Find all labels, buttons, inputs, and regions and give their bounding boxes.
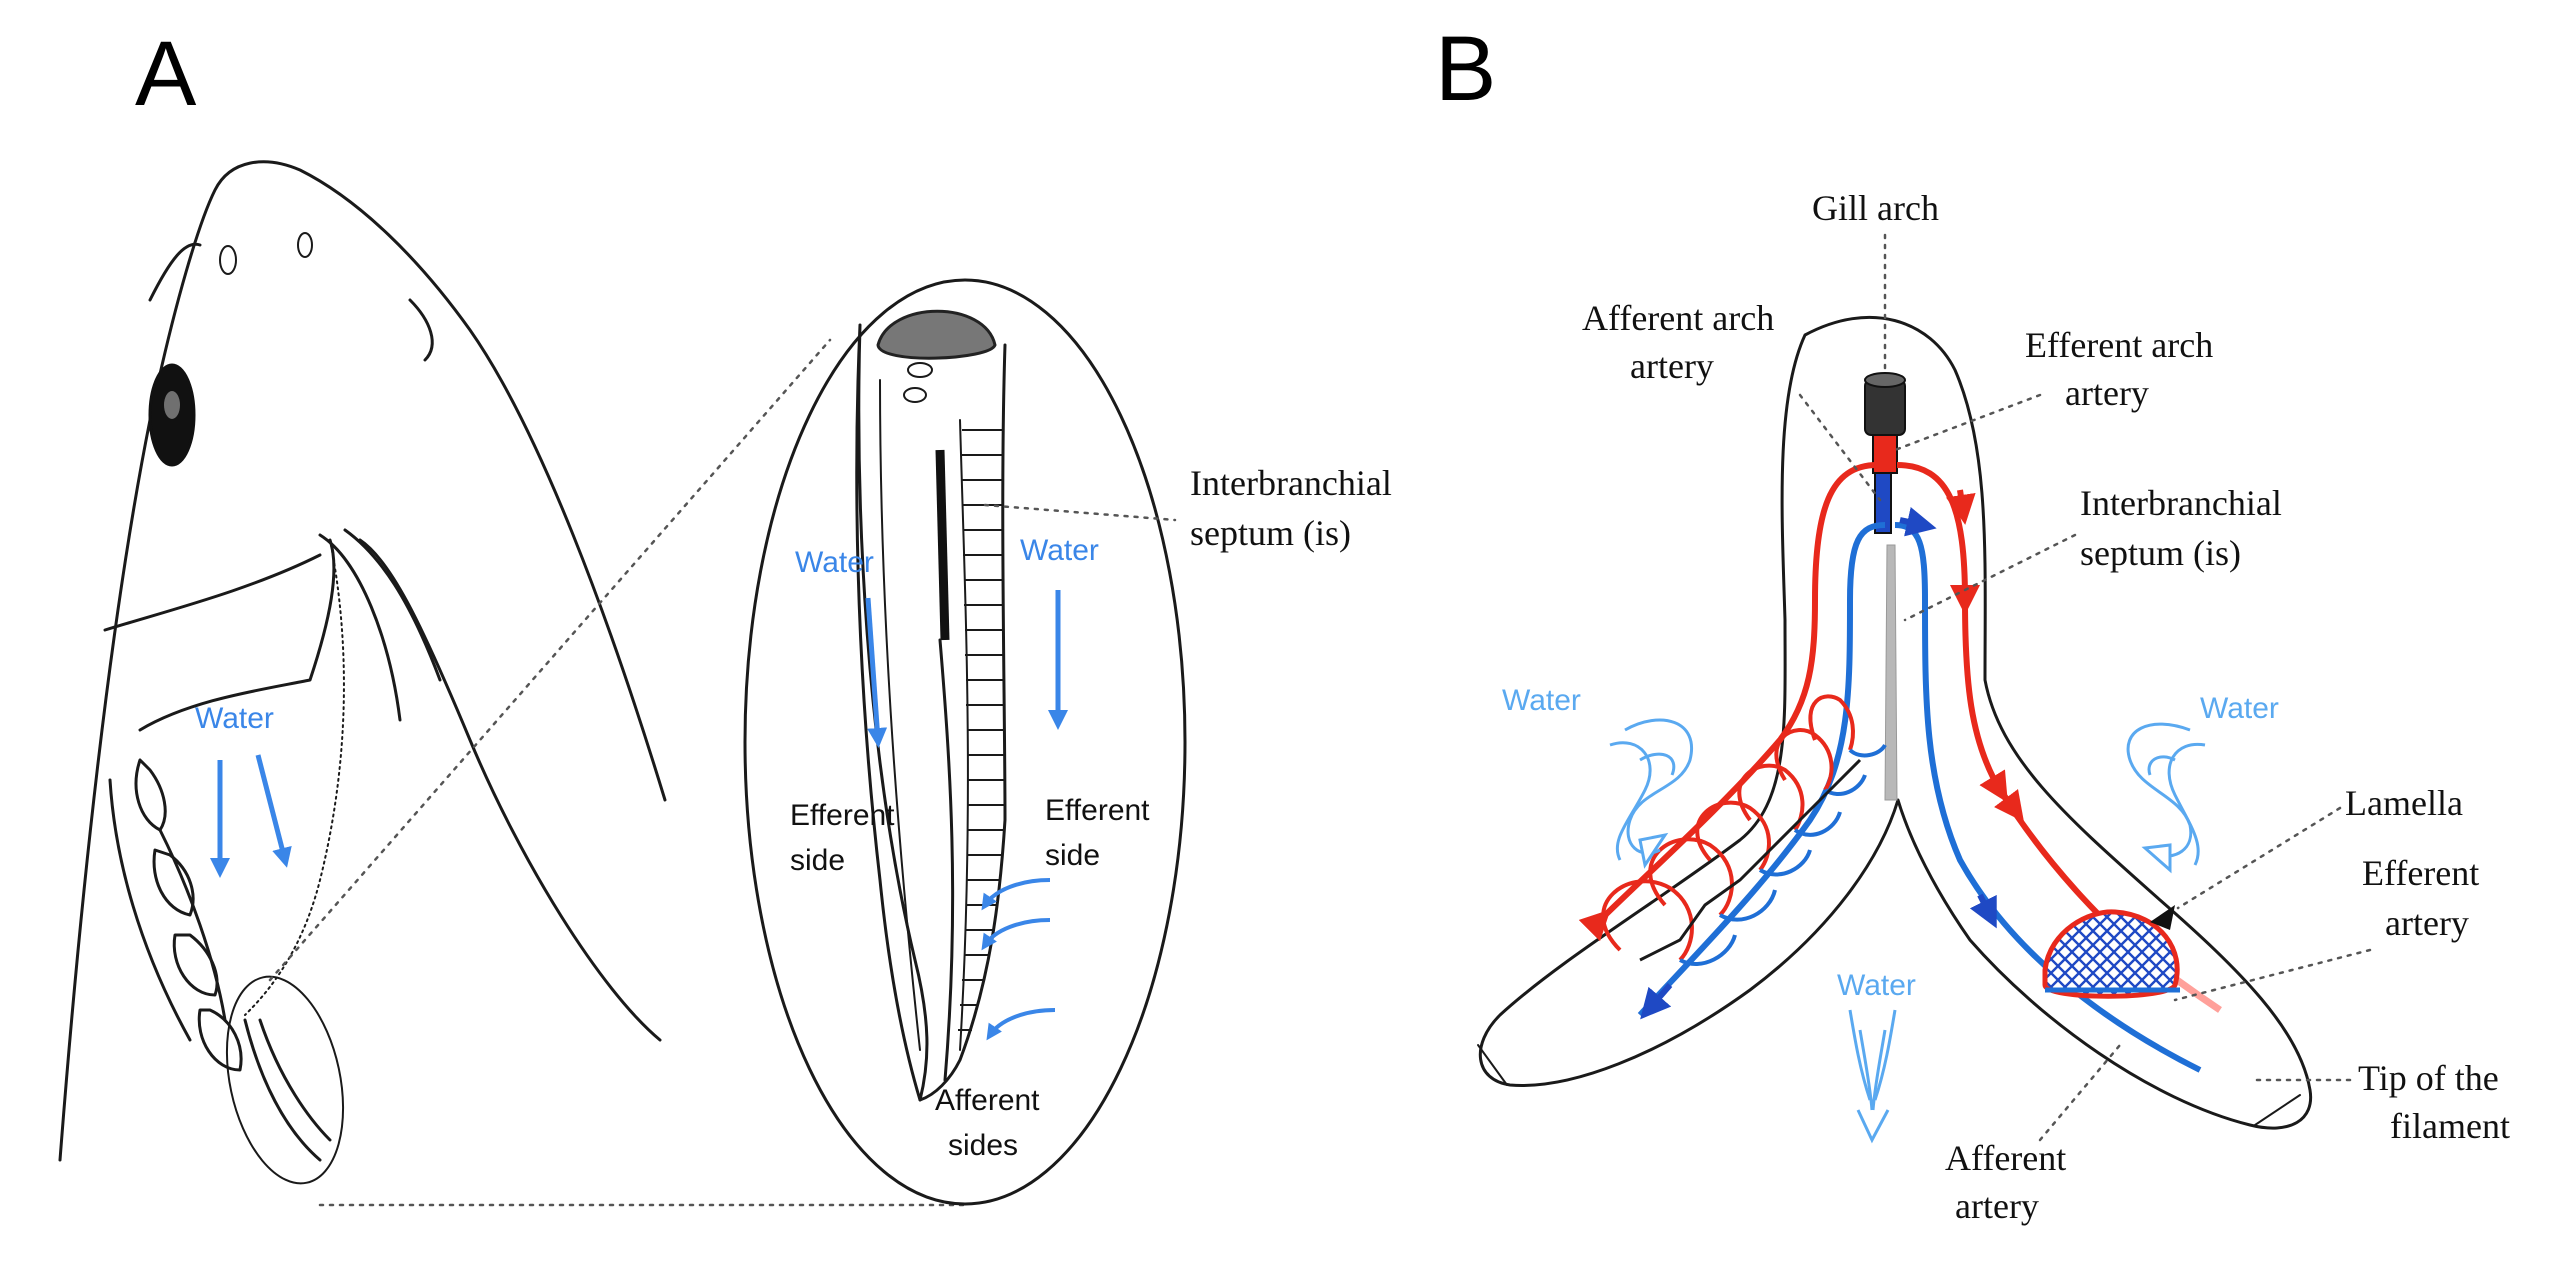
panel-b: B xyxy=(1435,18,2510,1226)
water-arrow-right xyxy=(2126,722,2206,874)
nostril-1 xyxy=(219,245,237,275)
afferent-sides-line2: sides xyxy=(948,1129,1018,1162)
afferent-artery-label-line1: Afferent xyxy=(1945,1138,2066,1178)
zoom-connector-top xyxy=(268,338,832,982)
panel-a: A xyxy=(58,23,1392,1207)
efferent-arch-leader xyxy=(1893,393,2042,452)
shark-eye xyxy=(148,363,196,467)
ellipse-water-label-right: Water xyxy=(1020,534,1099,567)
interbranchial-label-b-line2: septum (is) xyxy=(2080,533,2241,573)
afferent-arch-label-line1: Afferent arch xyxy=(1582,298,1774,338)
gill-arches-small xyxy=(108,758,243,1072)
efferent-artery-label-line2: artery xyxy=(2385,903,2469,943)
ellipse-water-label-left: Water xyxy=(795,546,874,579)
water-label-right-b: Water xyxy=(2200,692,2279,725)
interbranchial-label-a-line2: septum (is) xyxy=(1190,513,1351,553)
afferent-arch-label-line2: artery xyxy=(1630,346,1714,386)
septum-b xyxy=(1884,544,1898,801)
lamella-pointer-arrow xyxy=(2150,905,2175,930)
efferent-arch-label-line2: artery xyxy=(2065,373,2149,413)
lamella-label: Lamella xyxy=(2345,783,2463,823)
afferent-arch-leader xyxy=(1798,393,1882,502)
head-water-label: Water xyxy=(195,702,274,735)
efferent-side-left-line2: side xyxy=(790,844,845,877)
head-water-arrow-2 xyxy=(255,754,292,868)
water-arrow-bottom xyxy=(1848,1009,1897,1144)
shark-head-drawing xyxy=(58,160,667,1185)
gill-arch-cylinder xyxy=(1864,372,1906,534)
afferent-water-arrow-2 xyxy=(981,918,1051,951)
gill-arch-cartilage xyxy=(876,309,997,360)
septum-leader-a xyxy=(983,503,1177,522)
lamellae-loops-left xyxy=(1601,694,1887,966)
tip-label-line1: Tip of the xyxy=(2358,1058,2499,1098)
panel-b-letter: B xyxy=(1435,18,1496,120)
afferent-artery-label-line2: artery xyxy=(1955,1186,2039,1226)
interbranchial-label-a-line1: Interbranchial xyxy=(1190,463,1392,503)
tip-edge-line xyxy=(2254,1094,2301,1126)
zoom-source-ellipse xyxy=(225,975,345,1185)
efferent-artery-leader xyxy=(2173,948,2372,1002)
efferent-side-left-line1: Efferent xyxy=(790,799,895,832)
interbranchial-leader-b xyxy=(1903,533,2077,622)
water-label-bottom-b: Water xyxy=(1837,969,1916,1002)
water-label-left-b: Water xyxy=(1502,684,1581,717)
efferent-artery-left xyxy=(1587,462,1878,933)
interbranchial-label-b-line1: Interbranchial xyxy=(2080,483,2282,523)
filament-detail xyxy=(855,309,1056,1102)
efferent-side-right-line1: Efferent xyxy=(1045,794,1150,827)
gill-arch-label: Gill arch xyxy=(1812,188,1939,228)
efferent-artery-label-line1: Efferent xyxy=(2362,853,2479,893)
afferent-artery-leader xyxy=(2038,1043,2122,1142)
afferent-water-arrow-3 xyxy=(986,1008,1056,1041)
lamellae-ladder xyxy=(958,429,1004,1031)
tip-edge-line-left xyxy=(1477,1044,1508,1086)
efferent-side-right-line2: side xyxy=(1045,839,1100,872)
afferent-sides-line1: Afferent xyxy=(935,1084,1040,1117)
septum-line xyxy=(935,449,950,641)
panel-a-letter: A xyxy=(135,23,197,125)
efferent-arch-label-line1: Efferent arch xyxy=(2025,325,2213,365)
afferent-water-arrow-1 xyxy=(981,878,1051,911)
tip-label-line2: filament xyxy=(2390,1106,2510,1146)
zoom-ellipse xyxy=(743,278,1187,1206)
water-arrow-left xyxy=(1609,718,1693,869)
afferent-artery-left xyxy=(1637,522,1886,1018)
lamella-net xyxy=(2042,909,2180,999)
nostril-2 xyxy=(297,232,313,258)
lamella-leader xyxy=(2176,806,2342,910)
ellipse-water-arrow-left xyxy=(865,597,888,748)
